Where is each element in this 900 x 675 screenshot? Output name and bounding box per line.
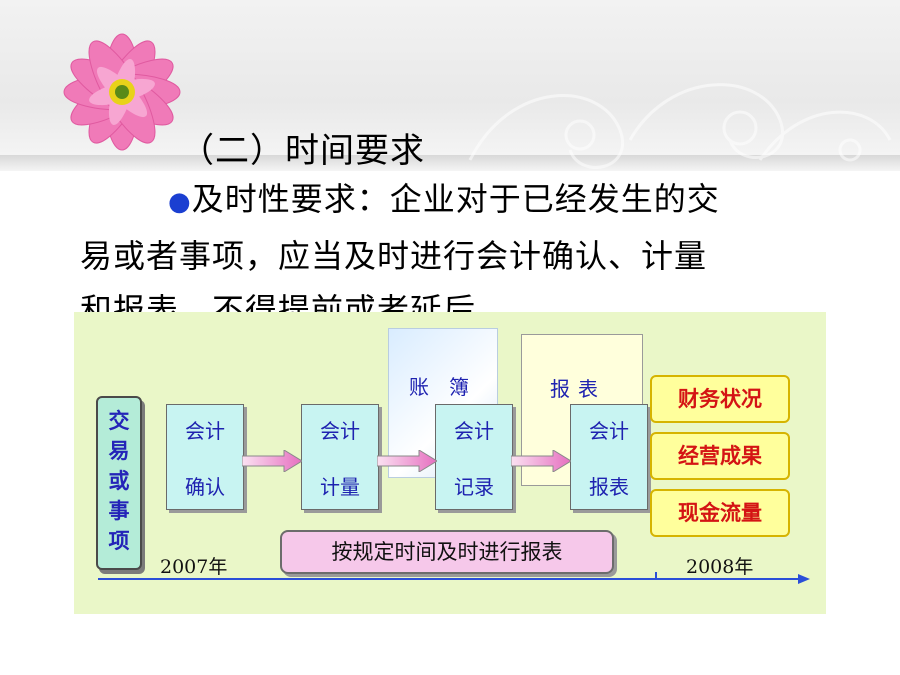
step-record: 会计 记录 <box>435 404 513 510</box>
header-divider-band <box>0 155 900 171</box>
year-end: 2008年 <box>686 556 754 578</box>
step-confirm: 会计 确认 <box>166 404 244 510</box>
decorative-swirls <box>468 83 892 169</box>
timeline-axis <box>98 572 810 584</box>
result-financial-position: 财务状况 <box>650 375 790 423</box>
arrow-icon <box>377 450 437 472</box>
schedule-label: 按规定时间及时进行报表 <box>280 530 614 574</box>
body-line-1: ●及时性要求：企业对于已经发生的交 <box>168 180 720 218</box>
arrow-icon <box>242 450 302 472</box>
slide-heading: （二）时间要求 <box>180 131 425 171</box>
report-label: 报表 <box>550 377 606 401</box>
process-diagram: 账簿 报表 交易或事项 会计 确认 会计 计量 会计 记录 会计 报表 财务状况… <box>74 312 826 614</box>
body-line-2: 易或者事项，应当及时进行会计确认、计量 <box>80 237 708 275</box>
result-cash-flow: 现金流量 <box>650 489 790 537</box>
transaction-label: 交易或事项 <box>108 409 130 553</box>
transaction-box: 交易或事项 <box>96 396 142 570</box>
step-measure: 会计 计量 <box>301 404 379 510</box>
arrow-icon <box>511 450 571 472</box>
ledger-label: 账簿 <box>409 375 489 399</box>
bullet-icon: ● <box>168 187 192 217</box>
flower-image <box>63 33 181 151</box>
year-start: 2007年 <box>160 556 228 578</box>
slide-body: ●及时性要求：企业对于已经发生的交 易或者事项，应当及时进行会计确认、计量 和报… <box>80 172 860 337</box>
result-operating-results: 经营成果 <box>650 432 790 480</box>
step-report: 会计 报表 <box>570 404 648 510</box>
